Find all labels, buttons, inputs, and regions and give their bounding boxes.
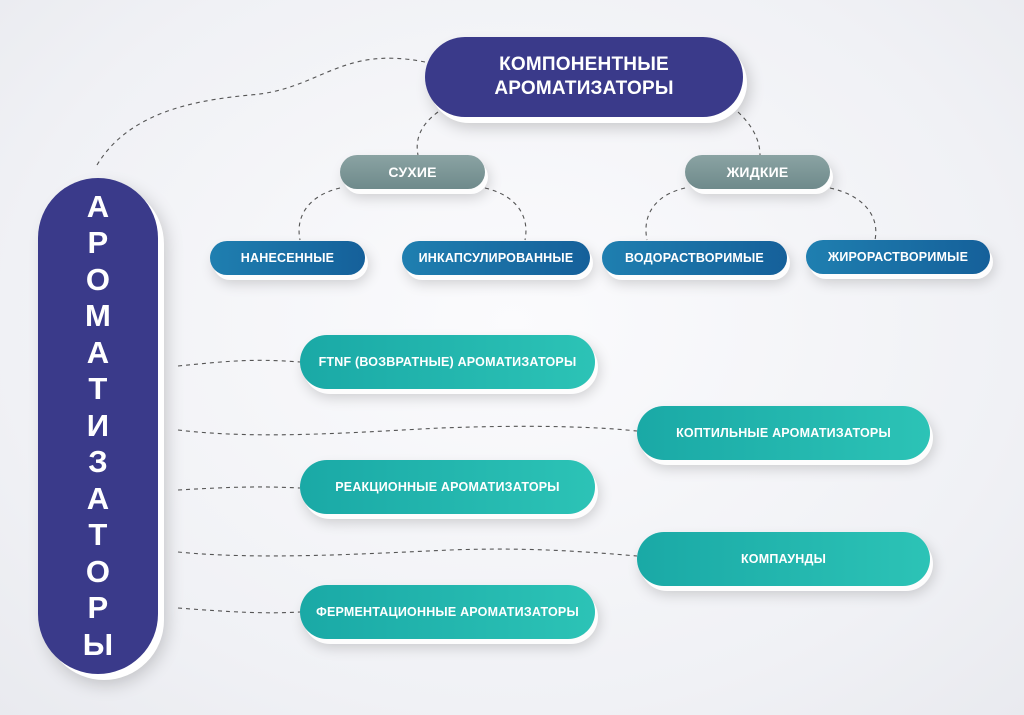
- connector-to-reaction: [177, 486, 301, 491]
- vertical-letter: Т: [88, 517, 108, 553]
- water-soluble-node: ВОДОРАСТВОРИМЫЕ: [602, 241, 787, 275]
- connector-to-fermentation: [177, 607, 301, 614]
- connector-liquid-to-water: [645, 187, 686, 241]
- connector-dry-to-encapsulated: [484, 187, 527, 241]
- component-flavorings-line1: КОМПОНЕНТНЫЕ: [499, 54, 669, 75]
- vertical-letter: О: [85, 553, 111, 589]
- smoke-flavorings-node: КОПТИЛЬНЫЕ АРОМАТИЗАТОРЫ: [637, 406, 930, 460]
- fermentation-flavorings-label: ФЕРМЕНТАЦИОННЫЕ АРОМАТИЗАТОРЫ: [316, 605, 579, 619]
- vertical-letter: О: [85, 261, 111, 297]
- connector-to-smoke: [177, 425, 638, 436]
- vertical-letter: И: [86, 407, 110, 443]
- ftnf-label: FTNF (ВОЗВРАТНЫЕ) АРОМАТИЗАТОРЫ: [318, 355, 577, 369]
- vertical-letter: Р: [87, 225, 109, 261]
- fat-soluble-node: ЖИРОРАСТВОРИМЫЕ: [806, 240, 990, 274]
- vertical-letter: А: [86, 480, 110, 516]
- smoke-flavorings-label: КОПТИЛЬНЫЕ АРОМАТИЗАТОРЫ: [676, 426, 891, 440]
- reaction-flavorings-label: РЕАКЦИОННЫЕ АРОМАТИЗАТОРЫ: [335, 480, 560, 494]
- dry-node: СУХИЕ: [340, 155, 485, 189]
- water-soluble-label: ВОДОРАСТВОРИМЫЕ: [625, 251, 764, 265]
- connector-top-to-dry: [416, 111, 439, 156]
- component-flavorings-node: КОМПОНЕНТНЫЕ АРОМАТИЗАТОРЫ: [425, 37, 743, 117]
- compounds-node: КОМПАУНДЫ: [637, 532, 930, 586]
- liquid-node: ЖИДКИЕ: [685, 155, 830, 189]
- vertical-letter: З: [88, 444, 108, 480]
- dry-label: СУХИЕ: [388, 164, 437, 180]
- vertical-letter: А: [86, 334, 110, 370]
- ftnf-node: FTNF (ВОЗВРАТНЫЕ) АРОМАТИЗАТОРЫ: [300, 335, 595, 389]
- vertical-letter: М: [84, 298, 112, 334]
- reaction-flavorings-node: РЕАКЦИОННЫЕ АРОМАТИЗАТОРЫ: [300, 460, 595, 514]
- applied-label: НАНЕСЕННЫЕ: [240, 251, 335, 265]
- encapsulated-node: ИНКАПСУЛИРОВАННЫЕ: [402, 241, 590, 275]
- connector-dry-to-applied: [298, 187, 341, 241]
- fat-soluble-label: ЖИРОРАСТВОРИМЫЕ: [827, 250, 969, 264]
- connector-liquid-to-fat: [829, 187, 877, 241]
- vertical-letter: Р: [87, 590, 109, 626]
- connector-to-ftnf: [177, 359, 301, 367]
- vertical-letter: Ы: [82, 626, 114, 662]
- connector-vertical-to-top: [96, 57, 426, 166]
- encapsulated-label: ИНКАПСУЛИРОВАННЫЕ: [418, 251, 574, 265]
- component-flavorings-line2: АРОМАТИЗАТОРЫ: [494, 78, 674, 99]
- vertical-letter: А: [86, 188, 110, 224]
- compounds-label: КОМПАУНДЫ: [740, 552, 827, 566]
- connector-to-compounds: [177, 548, 638, 557]
- fermentation-flavorings-node: ФЕРМЕНТАЦИОННЫЕ АРОМАТИЗАТОРЫ: [300, 585, 595, 639]
- liquid-label: ЖИДКИЕ: [726, 164, 789, 180]
- connector-top-to-liquid: [737, 111, 761, 156]
- vertical-letter: Т: [88, 371, 108, 407]
- flavorings-vertical-label: А Р О М А Т И З А Т О Р Ы: [38, 178, 158, 674]
- applied-node: НАНЕСЕННЫЕ: [210, 241, 365, 275]
